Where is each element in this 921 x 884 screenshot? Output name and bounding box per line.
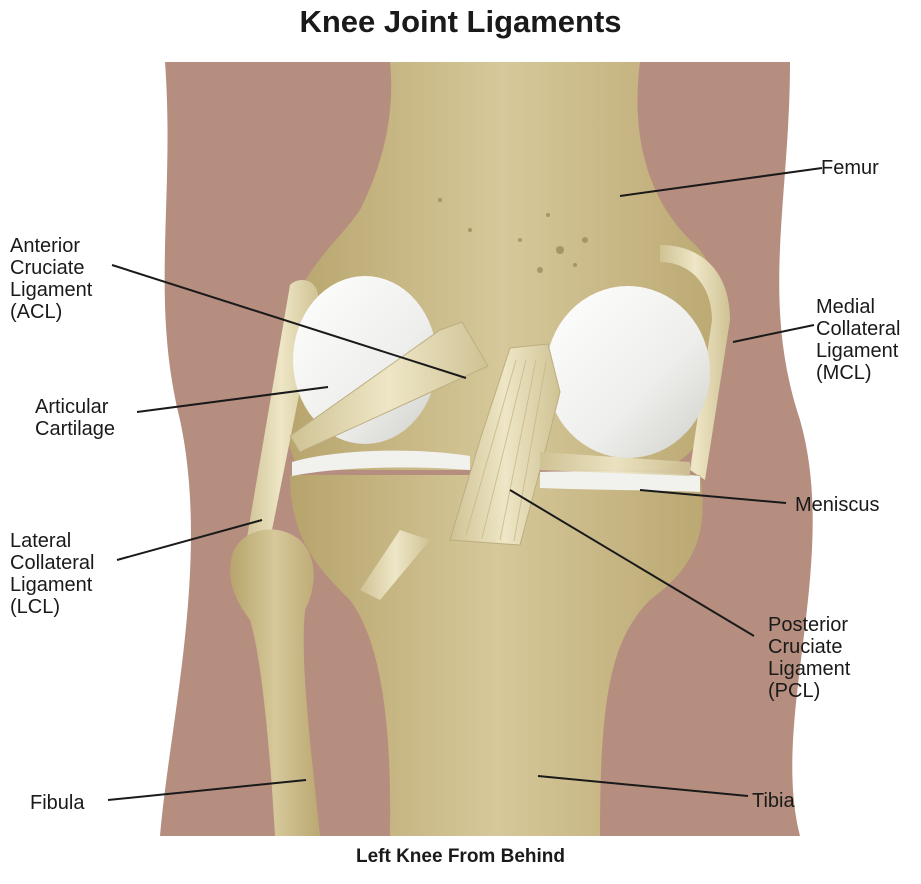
condyle-medial xyxy=(546,286,710,458)
label-femur: Femur xyxy=(821,157,879,179)
label-lcl: Lateral Collateral Ligament (LCL) xyxy=(10,530,94,618)
label-pcl: Posterior Cruciate Ligament (PCL) xyxy=(768,614,850,702)
label-tibia: Tibia xyxy=(752,790,795,812)
label-acl: Anterior Cruciate Ligament (ACL) xyxy=(10,235,92,323)
label-meniscus: Meniscus xyxy=(795,494,879,516)
diagram-title: Knee Joint Ligaments xyxy=(0,4,921,40)
label-articular-cartilage: Articular Cartilage xyxy=(35,396,115,440)
label-fibula: Fibula xyxy=(30,792,84,814)
label-mcl: Medial Collateral Ligament (MCL) xyxy=(816,296,900,384)
diagram-caption: Left Knee From Behind xyxy=(0,846,921,868)
